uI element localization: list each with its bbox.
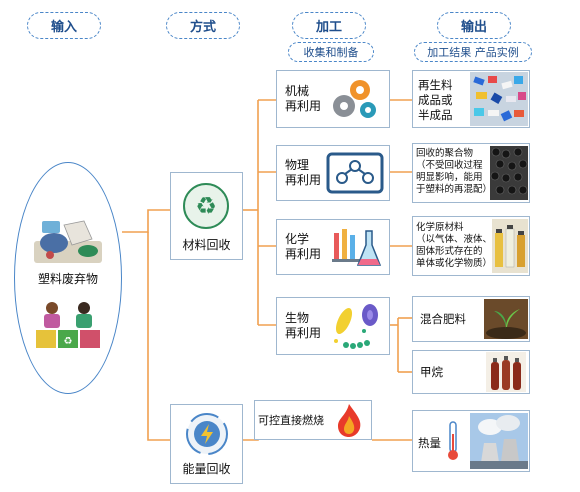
header-method: 方式 bbox=[166, 12, 240, 39]
gears-icon bbox=[333, 80, 376, 118]
chemical-line1: 化学 bbox=[285, 232, 310, 246]
chem-out-line3: 固体形式存在的 bbox=[416, 246, 483, 257]
header-process: 加工 bbox=[292, 12, 366, 39]
biological-line1: 生物 bbox=[285, 311, 310, 325]
power-plant-image bbox=[470, 413, 528, 469]
input-oval bbox=[14, 162, 122, 394]
bacteria-icon bbox=[334, 304, 378, 349]
mechanical-process-box bbox=[276, 70, 390, 128]
mech-out-line3: 半成品 bbox=[418, 108, 453, 122]
chem-out-line4: 单体或化学物质） bbox=[416, 258, 493, 269]
header-input: 输入 bbox=[27, 12, 101, 39]
lab-flask-icon bbox=[332, 229, 382, 266]
chem-out-line1: 化学原材料 bbox=[416, 222, 464, 233]
physical-line2: 再利用 bbox=[285, 173, 322, 187]
recycle-icon: ♻ bbox=[183, 183, 229, 229]
header-output-sub: 加工结果 产品实例 bbox=[414, 42, 532, 62]
mechanical-line2: 再利用 bbox=[285, 99, 322, 113]
mech-out-line1: 再生料 bbox=[418, 78, 453, 92]
chemical-line2: 再利用 bbox=[285, 247, 322, 261]
header-output: 输出 bbox=[437, 12, 511, 39]
phys-out-line2: （不受回收过程 bbox=[416, 160, 483, 171]
phys-out-line3: 明显影响，能用 bbox=[416, 172, 483, 183]
methane-label: 甲烷 bbox=[420, 365, 443, 379]
flame-icon bbox=[338, 404, 361, 437]
plastic-waste-icon bbox=[34, 220, 102, 263]
thermometer-icon bbox=[448, 421, 458, 460]
gas-cylinders-image bbox=[486, 352, 526, 392]
compost-image bbox=[484, 299, 528, 339]
chem-out-line2: （以气体、液体、 bbox=[416, 234, 493, 245]
phys-out-line1: 回收的聚合物 bbox=[416, 148, 474, 159]
mechanical-line1: 机械 bbox=[285, 84, 310, 98]
energy-recovery-label: 能量回收 bbox=[182, 462, 231, 476]
physical-line1: 物理 bbox=[285, 158, 310, 172]
energy-icon bbox=[186, 413, 228, 455]
biological-line2: 再利用 bbox=[285, 326, 322, 340]
molecule-icon bbox=[326, 152, 384, 194]
black-pellets-image bbox=[490, 146, 528, 200]
material-recycling-label: 材料回收 bbox=[182, 238, 231, 252]
combustion-label: 可控直接燃烧 bbox=[258, 414, 324, 427]
plastic-flakes-image bbox=[470, 72, 528, 126]
svg-text:♻: ♻ bbox=[195, 192, 217, 220]
svg-text:♻: ♻ bbox=[64, 336, 73, 347]
compost-label: 混合肥料 bbox=[420, 312, 466, 326]
input-label: 塑料废弃物 bbox=[37, 272, 98, 286]
header-process-sub: 收集和制备 bbox=[288, 42, 374, 62]
mech-out-line2: 成品或 bbox=[418, 93, 453, 107]
chemical-bottles-image bbox=[492, 219, 528, 273]
heat-label: 热量 bbox=[418, 436, 441, 450]
phys-out-line4: 于塑料的再混配） bbox=[416, 184, 493, 195]
recycling-people-icon: ♻ bbox=[36, 302, 100, 348]
